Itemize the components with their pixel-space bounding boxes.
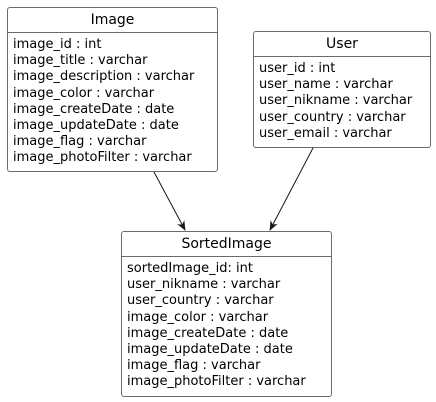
attribute: sortedImage_id: int: [127, 261, 253, 276]
attribute: image_createDate : date: [13, 101, 175, 117]
edge-user-to-sortedimage: [269, 147, 314, 231]
attribute: image_color : varchar: [13, 85, 155, 101]
attribute: image_description : varchar: [13, 69, 195, 85]
attribute: image_photoFilter : varchar: [127, 374, 306, 390]
attribute: user_country : varchar: [259, 109, 406, 125]
class-user: User user_id : int user_name : varchar u…: [253, 31, 431, 148]
attribute: user_nikname : varchar: [127, 277, 281, 293]
attribute: user_email : varchar: [259, 125, 392, 141]
attribute: user_country : varchar: [127, 293, 274, 309]
class-image: Image image_id : int image_title : varch…: [7, 7, 218, 172]
class-user-title: User: [254, 32, 430, 57]
class-sortedimage-title: SortedImage: [122, 232, 331, 257]
attribute: image_color : varchar: [127, 309, 269, 325]
attribute: image_updateDate : date: [13, 118, 179, 134]
attribute: image_flag : varchar: [13, 134, 147, 150]
attribute: image_title : varchar: [13, 53, 148, 69]
attribute: user_nikname : varchar: [259, 93, 413, 109]
attribute: image_id : int: [13, 37, 102, 52]
class-sortedimage: SortedImage sortedImage_id: int user_nik…: [121, 231, 332, 397]
class-user-attributes: user_id : int user_name : varchar user_n…: [254, 57, 430, 142]
attribute: image_photoFilter : varchar: [13, 150, 192, 166]
class-image-title: Image: [8, 8, 217, 33]
attribute: image_flag : varchar: [127, 358, 261, 374]
edge-image-to-sortedimage: [153, 171, 186, 231]
class-image-attributes: image_id : int image_title : varchar ima…: [8, 33, 217, 167]
attribute: image_updateDate : date: [127, 342, 293, 358]
attribute: user_id : int: [259, 61, 336, 76]
attribute: image_createDate : date: [127, 325, 289, 341]
attribute: user_name : varchar: [259, 77, 393, 93]
class-sortedimage-attributes: sortedImage_id: int user_nikname : varch…: [122, 257, 331, 391]
